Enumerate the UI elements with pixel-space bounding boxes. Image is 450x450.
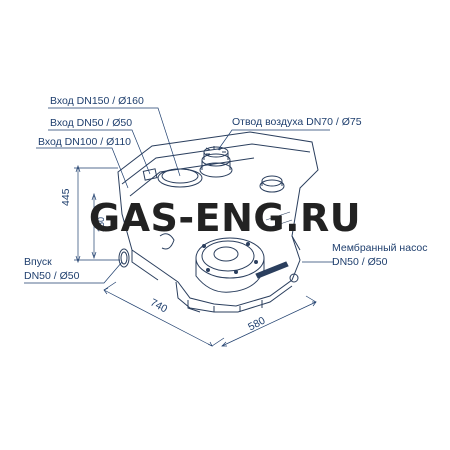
label-inlet-dn100: Вход DN100 / Ø110 xyxy=(38,136,132,148)
inlet-dn150-port xyxy=(157,168,203,188)
air-vent-cap xyxy=(199,146,233,178)
label-outlet-title: Впуск xyxy=(24,256,52,268)
side-inlet-left xyxy=(118,248,130,268)
label-air-outlet: Отвод воздуха DN70 / Ø75 xyxy=(232,116,362,128)
leader-dn150 xyxy=(48,107,181,177)
tank-top-outline xyxy=(117,131,319,307)
label-inlet-dn50: Вход DN50 / Ø50 xyxy=(50,117,133,129)
small-port-right xyxy=(259,175,285,193)
watermark: GAS-ENG.RU xyxy=(88,196,362,240)
leader-dn50 xyxy=(48,129,151,175)
nameplate xyxy=(255,261,289,279)
leader-air xyxy=(217,129,330,151)
pump-motor xyxy=(195,237,265,293)
leader-dn100 xyxy=(36,147,129,189)
label-outlet-size: DN50 / Ø50 xyxy=(24,270,80,282)
label-pump-title: Мембранный насос xyxy=(332,242,428,254)
label-pump-size: DN50 / Ø50 xyxy=(332,256,388,268)
leader-outlet xyxy=(24,261,123,284)
label-inlet-dn150: Вход DN150 / Ø160 xyxy=(50,95,144,107)
drain-port xyxy=(289,273,299,283)
inlet-dn50-port xyxy=(142,168,158,181)
